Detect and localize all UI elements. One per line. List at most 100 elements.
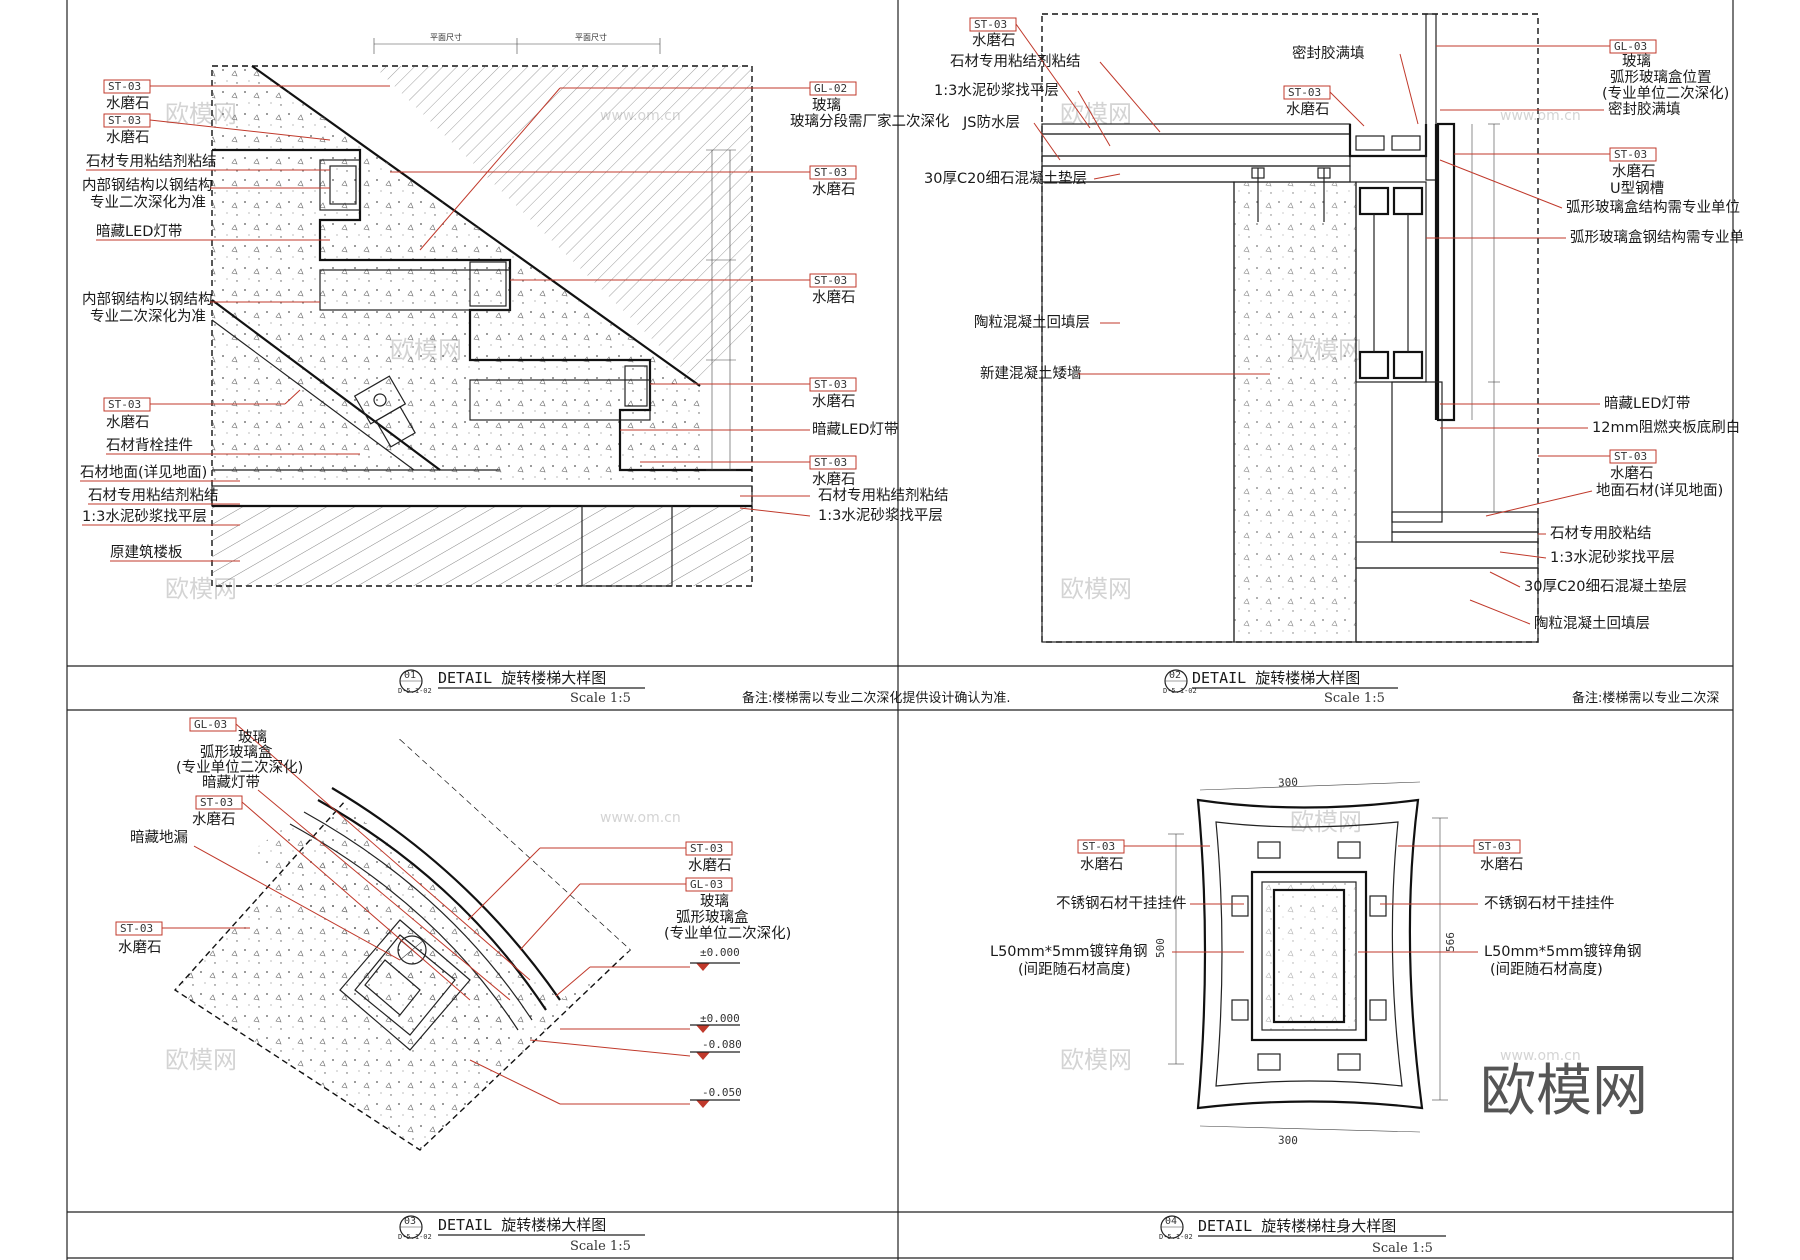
callout-text: 暗藏LED灯带 — [1604, 395, 1690, 412]
callout-text: 暗藏LED灯带 — [96, 223, 182, 240]
callout-text: 弧形玻璃盒 — [200, 744, 273, 761]
callout-text: 弧形玻璃盒结构需专业单位 — [1566, 199, 1740, 216]
watermark-url: www.om.cn — [1500, 108, 1581, 124]
material-code: GL-03 — [690, 878, 723, 891]
panel-04-title-block: 04 D-5.1-02 DETAIL 旋转楼梯柱身大样图 Scale 1:5 — [1159, 1215, 1446, 1256]
level-marker: -0.050 — [690, 1086, 742, 1108]
panel-02-title-block: 02 D-5.1-02 DETAIL 旋转楼梯大样图 Scale 1:5 备注:… — [1163, 669, 1719, 706]
dim-label: 500 — [1154, 938, 1167, 958]
watermark-url: www.om.cn — [600, 810, 681, 826]
callout-text: 新建混凝土矮墙 — [980, 365, 1082, 382]
callout-text: (专业单位二次深化) — [176, 759, 303, 776]
dim-label: 300 — [1278, 1134, 1298, 1148]
detail-title: DETAIL 旋转楼梯柱身大样图 — [1198, 1217, 1396, 1235]
callout-text: JS防水层 — [962, 114, 1020, 131]
callout-text: 30厚C20细石混凝土垫层 — [924, 170, 1087, 187]
callout-text: 水磨石 — [812, 393, 856, 410]
svg-text:-0.080: -0.080 — [702, 1038, 742, 1051]
watermark-text: 欧模网 — [1060, 100, 1132, 128]
dim-label: 平面尺寸 — [575, 32, 607, 42]
detail-note: 备注:楼梯需以专业二次深 — [1572, 690, 1719, 706]
callout-text: 水磨石 — [1286, 101, 1330, 118]
detail-number: 03 — [404, 1216, 416, 1227]
sheet-ref: D-5.1-02 — [1163, 687, 1197, 695]
callout-text: 玻璃 — [1622, 53, 1651, 70]
callout-text: 水磨石 — [1612, 163, 1656, 180]
callout-text: 弧形玻璃盒钢结构需专业单 — [1570, 229, 1744, 246]
level-marker: ±0.000 — [690, 946, 740, 971]
callout-text: 陶粒混凝土回填层 — [974, 314, 1090, 331]
detail-title: DETAIL 旋转楼梯大样图 — [438, 669, 606, 687]
sheet-ref: D-5.1-02 — [398, 1233, 432, 1241]
callout-text: 水磨石 — [812, 471, 856, 488]
callout-text: 石材专用粘结剂粘结 — [88, 487, 219, 504]
callout-text: 陶粒混凝土回填层 — [1534, 615, 1650, 632]
callout-text: 玻璃分段需厂家二次深化 — [790, 113, 950, 130]
callout-text: 内部钢结构以钢结构 — [82, 291, 213, 308]
material-code: ST-03 — [108, 398, 141, 411]
callout-text: 1:3水泥砂浆找平层 — [82, 507, 207, 525]
detail-scale: Scale 1:5 — [570, 1239, 631, 1254]
svg-text:±0.000: ±0.000 — [700, 946, 740, 959]
callout-text: 水磨石 — [192, 811, 236, 828]
dim-label: 566 — [1444, 932, 1457, 952]
material-code: ST-03 — [1478, 840, 1511, 853]
callout-text: (间距随石材高度) — [1018, 961, 1131, 978]
level-marker: ±0.000 — [690, 1012, 740, 1033]
material-code: ST-03 — [974, 18, 1007, 31]
dim-label: 300 — [1278, 776, 1299, 790]
callout-text: 暗藏地漏 — [130, 829, 188, 846]
callout-text: (间距随石材高度) — [1490, 961, 1603, 978]
material-code: ST-03 — [814, 166, 847, 179]
material-code: ST-03 — [1082, 840, 1115, 853]
material-code: ST-03 — [690, 842, 723, 855]
callout-text: 水磨石 — [106, 129, 150, 146]
callout-text: 1:3水泥砂浆找平层 — [818, 506, 943, 524]
callout-text: 不锈钢石材干挂挂件 — [1484, 895, 1615, 912]
material-code: ST-03 — [1288, 86, 1321, 99]
callout-text: 地面石材(详见地面) — [1596, 482, 1723, 499]
callout-text: 弧形玻璃盒 — [676, 909, 749, 926]
callout-text: 石材专用胶粘结 — [1550, 525, 1652, 542]
panel-02-annotations: ST-03 水磨石 石材专用粘结剂粘结 1:3水泥砂浆找平层 JS防水层 30厚… — [924, 17, 1744, 632]
callout-text: 水磨石 — [106, 95, 150, 112]
sheet-ref: D-5.1-02 — [1159, 1233, 1193, 1241]
callout-text: 密封胶满填 — [1292, 45, 1365, 62]
detail-note: 备注:楼梯需以专业二次深化提供设计确认为准. — [742, 690, 1011, 706]
callout-text: (专业单位二次深化) — [1602, 85, 1729, 102]
detail-title: DETAIL 旋转楼梯大样图 — [438, 1216, 606, 1234]
svg-text:-0.050: -0.050 — [702, 1086, 742, 1099]
callout-text: 水磨石 — [972, 32, 1016, 49]
callout-text: 水磨石 — [1480, 856, 1524, 873]
material-code: GL-02 — [814, 82, 847, 95]
callout-text: 暗藏LED灯带 — [812, 421, 898, 438]
material-code: ST-03 — [814, 378, 847, 391]
level-marker: -0.080 — [690, 1038, 742, 1060]
panel-02-drawing — [1041, 13, 1539, 643]
detail-title: DETAIL 旋转楼梯大样图 — [1192, 669, 1360, 687]
callout-text: 密封胶满填 — [1608, 101, 1681, 118]
callout-text: 不锈钢石材干挂挂件 — [1056, 895, 1187, 912]
callout-text: 石材地面(详见地面) — [80, 464, 207, 481]
callout-text: 弧形玻璃盒位置 — [1610, 69, 1712, 86]
material-code: ST-03 — [814, 456, 847, 469]
callout-text: 12mm阻燃夹板底刷白 — [1592, 418, 1740, 436]
callout-text: L50mm*5mm镀锌角钢 — [990, 943, 1148, 960]
callout-text: 专业二次深化为准 — [90, 194, 206, 211]
callout-text: 1:3水泥砂浆找平层 — [934, 81, 1059, 99]
callout-text: U型钢槽 — [1610, 180, 1664, 197]
callout-text: 石材专用粘结剂粘结 — [950, 53, 1081, 70]
callout-text: 水磨石 — [106, 414, 150, 431]
sheet-ref: D-5.1-02 — [398, 687, 432, 695]
panel-03-title-block: 03 D-5.1-02 DETAIL 旋转楼梯大样图 Scale 1:5 — [398, 1215, 645, 1254]
brand-logo: 欧模网 — [1480, 1059, 1648, 1124]
detail-number: 01 — [404, 670, 416, 681]
detail-scale: Scale 1:5 — [1372, 1241, 1433, 1256]
panel-03-annotations: GL-03 玻璃 弧形玻璃盒 (专业单位二次深化) 暗藏灯带 ST-03 水磨石… — [115, 717, 791, 1105]
material-code: ST-03 — [1614, 450, 1647, 463]
callout-text: 玻璃 — [238, 729, 267, 746]
callout-text: 石材专用粘结剂粘结 — [818, 487, 949, 504]
detail-scale: Scale 1:5 — [570, 691, 631, 706]
callout-text: 30厚C20细石混凝土垫层 — [1524, 578, 1687, 595]
